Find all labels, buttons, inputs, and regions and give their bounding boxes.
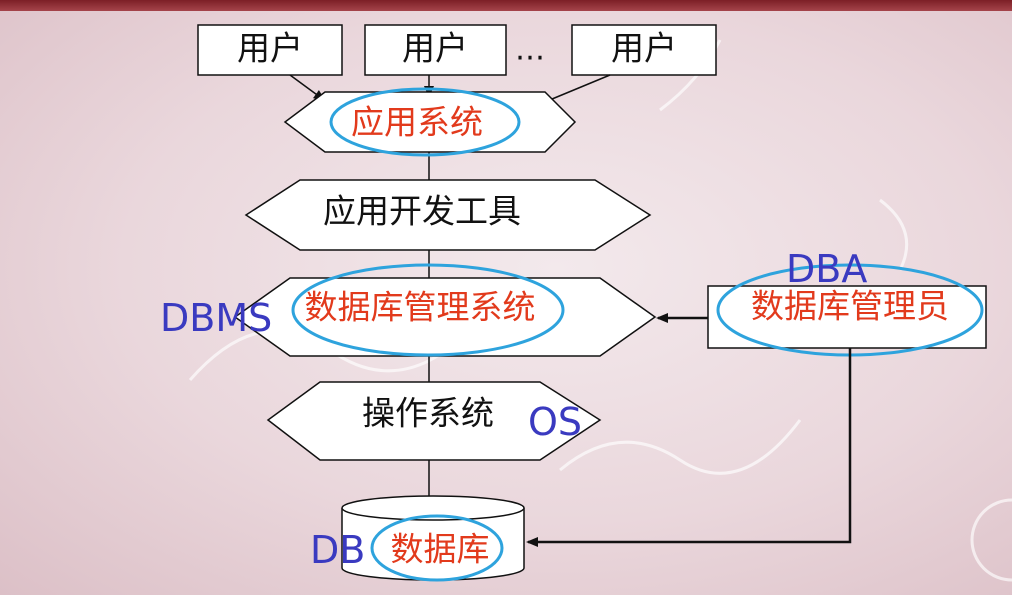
dbms-layer: 数据库管理系统 (233, 263, 657, 357)
user-box-3: 用户 (571, 24, 717, 76)
highlight-oval (291, 263, 565, 357)
dbms-label: 数据库管理系统 (305, 288, 536, 327)
app-system-label: 应用系统 (351, 103, 483, 142)
database-cylinder: 数据库 (341, 495, 525, 582)
os-layer: 操作系统 (266, 381, 602, 461)
db-label: 数据库 (391, 530, 490, 569)
highlight-oval (329, 87, 521, 157)
dba-tag: DBA (786, 247, 867, 291)
dev-tools-layer: 应用开发工具 (244, 179, 652, 251)
user-ellipsis: … (515, 33, 545, 68)
highlight-oval (370, 514, 504, 582)
dev-tools-label: 应用开发工具 (323, 192, 521, 231)
os-label: 操作系统 (362, 394, 494, 433)
user-box-1: 用户 (197, 24, 343, 76)
dba-label: 数据库管理员 (751, 287, 949, 326)
top-bar (0, 0, 1012, 11)
os-tag: OS (528, 400, 582, 444)
user-label-1: 用户 (237, 29, 303, 68)
user-box-2: 用户 (364, 24, 507, 76)
user-label-3: 用户 (611, 29, 677, 68)
db-tag: DB (310, 528, 365, 572)
arrow-user-1 (289, 74, 326, 102)
user-label-2: 用户 (402, 29, 468, 68)
app-system-layer: 应用系统 (283, 87, 577, 157)
dbms-tag: DBMS (160, 296, 272, 340)
dba-box: 数据库管理员 (707, 263, 987, 357)
arrow-dba-to-db (526, 348, 852, 547)
